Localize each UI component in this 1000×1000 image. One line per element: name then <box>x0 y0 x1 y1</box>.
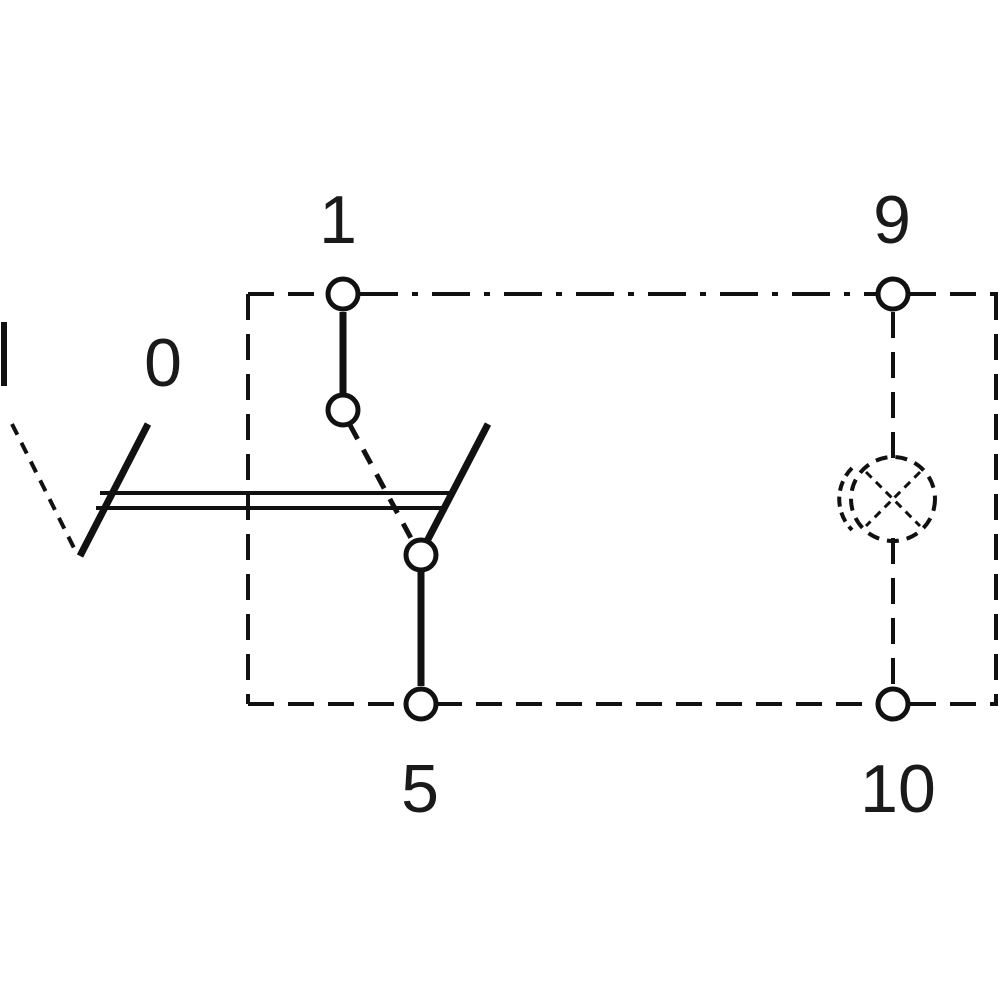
terminal-1-label: 1 <box>319 182 357 258</box>
rocker-right-arm <box>421 422 492 547</box>
terminal-10 <box>875 686 911 722</box>
contact-1-inner <box>325 392 361 428</box>
terminal-10-label: 10 <box>860 751 936 827</box>
terminal-9-label: 9 <box>873 182 911 258</box>
rocker-actuator <box>1 322 492 558</box>
rocker-on-position-line <box>10 423 78 553</box>
terminal-1 <box>325 276 361 312</box>
off-position-label: 0 <box>144 325 182 401</box>
contact-5-inner <box>403 537 439 573</box>
switch-housing <box>246 292 998 706</box>
terminal-5-label: 5 <box>401 751 439 827</box>
indicator-lamp-icon <box>837 455 937 543</box>
moving-contact-link <box>347 423 415 542</box>
terminal-5 <box>403 686 439 722</box>
rocker-left-arm <box>76 422 152 558</box>
terminal-9 <box>875 276 911 312</box>
